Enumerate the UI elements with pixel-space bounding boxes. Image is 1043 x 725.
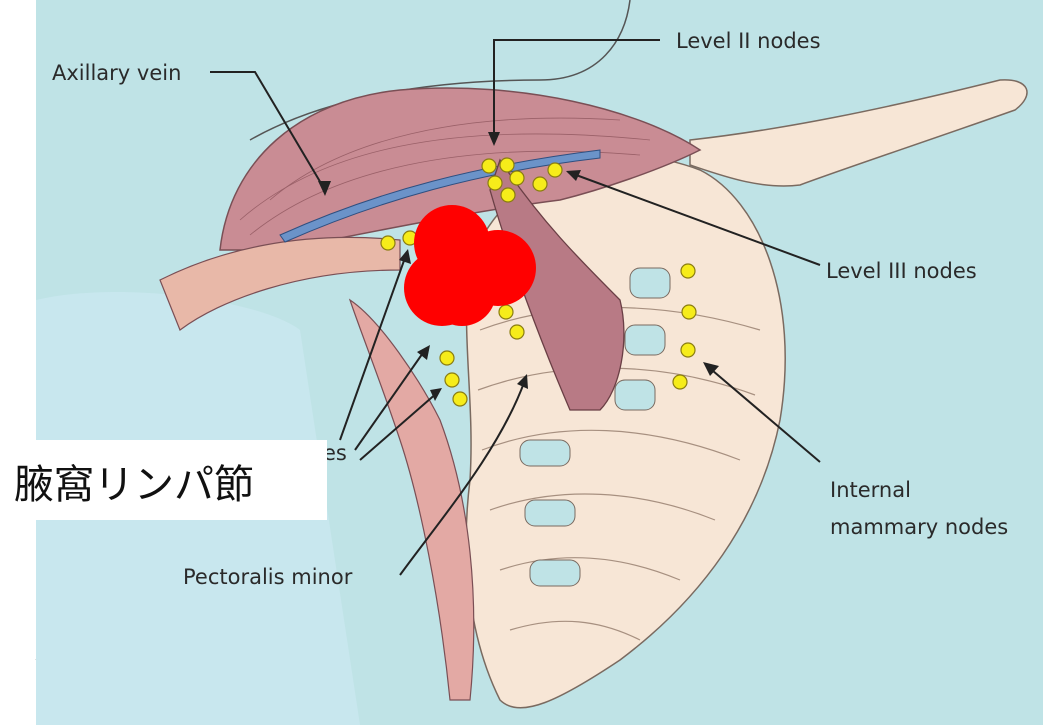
node bbox=[682, 305, 696, 319]
node bbox=[673, 375, 687, 389]
left-strip bbox=[0, 0, 36, 725]
node bbox=[482, 159, 496, 173]
axillary-lymph-node-label: 腋窩リンパ節 bbox=[14, 452, 254, 510]
label-pectoralis-minor: Pectoralis minor bbox=[183, 565, 353, 589]
label-level-ii-nodes: Level II nodes bbox=[676, 29, 821, 53]
node bbox=[510, 171, 524, 185]
label-level-iii-nodes: Level III nodes bbox=[826, 259, 977, 283]
node bbox=[500, 158, 514, 172]
node bbox=[381, 236, 395, 250]
node bbox=[533, 177, 547, 191]
node bbox=[488, 176, 502, 190]
node bbox=[548, 163, 562, 177]
node bbox=[453, 392, 467, 406]
node bbox=[510, 325, 524, 339]
node bbox=[681, 264, 695, 278]
node bbox=[501, 188, 515, 202]
node bbox=[445, 373, 459, 387]
node bbox=[440, 351, 454, 365]
label-mammary-nodes: mammary nodes bbox=[830, 515, 1008, 539]
node bbox=[499, 305, 513, 319]
node bbox=[681, 343, 695, 357]
label-axillary-vein: Axillary vein bbox=[52, 61, 181, 85]
label-internal: Internal bbox=[830, 478, 911, 502]
